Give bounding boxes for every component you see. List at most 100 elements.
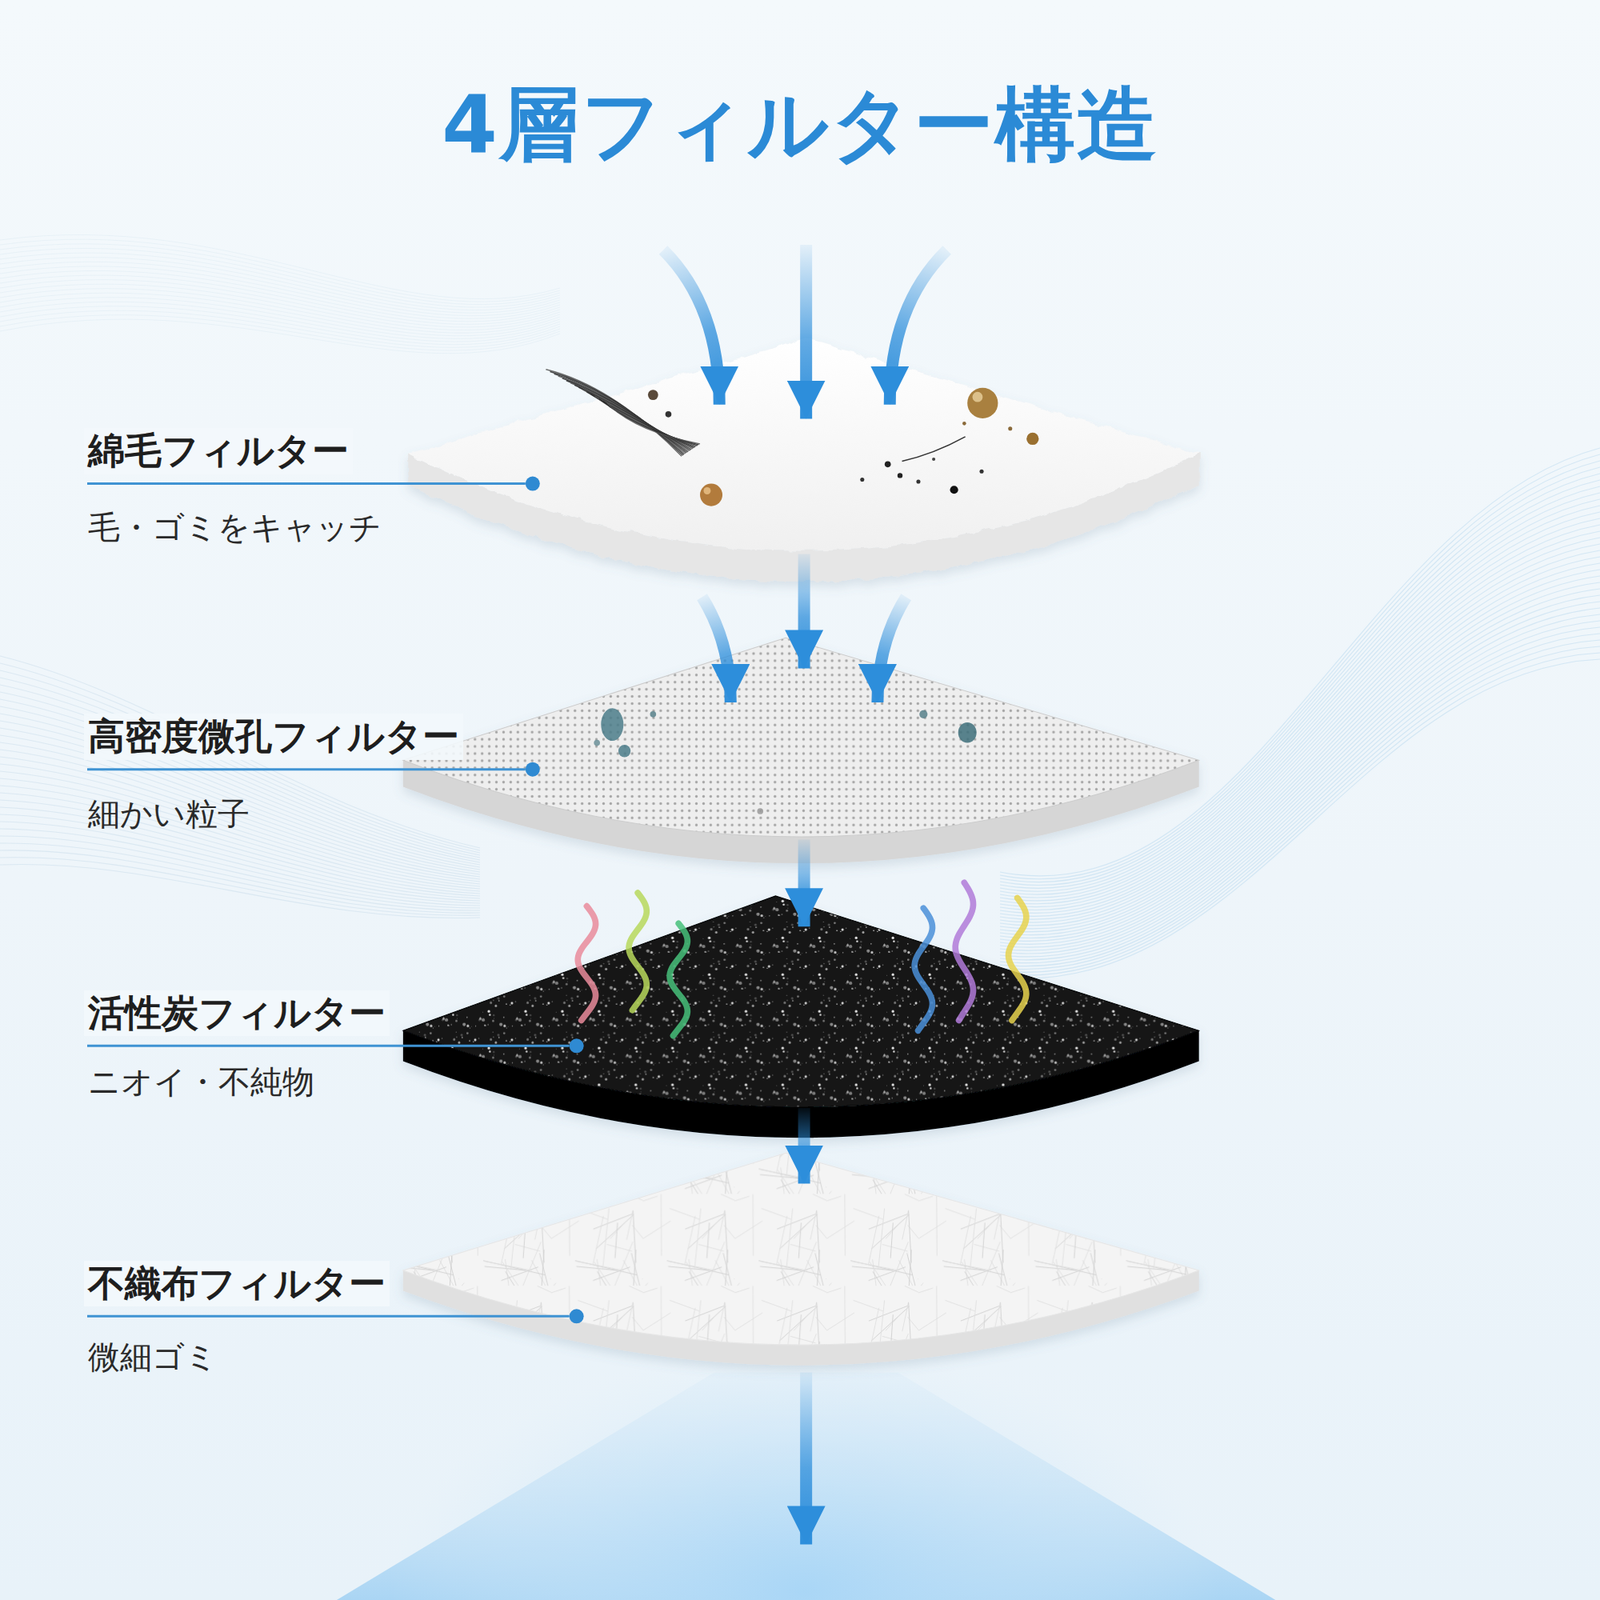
wave-line bbox=[1000, 480, 1600, 892]
flow-arrow bbox=[800, 244, 812, 419]
debris bbox=[665, 411, 672, 418]
wave-line bbox=[0, 252, 560, 311]
odor-wave bbox=[955, 882, 973, 1020]
debris bbox=[967, 388, 998, 419]
wave-line bbox=[1000, 544, 1600, 923]
filter-name: 綿毛フィルター bbox=[84, 428, 353, 475]
wave-line bbox=[0, 234, 560, 299]
layer-side bbox=[408, 454, 1200, 582]
layer-side bbox=[403, 1270, 1200, 1366]
filter-name: 高密度微孔フィルター bbox=[84, 713, 464, 760]
layer-top bbox=[403, 1152, 1200, 1345]
wave-line bbox=[0, 248, 560, 308]
wave-line bbox=[1000, 460, 1600, 883]
wave-line bbox=[1000, 646, 1600, 972]
wave-line bbox=[1000, 601, 1600, 951]
wave-line bbox=[0, 749, 480, 880]
debris bbox=[897, 472, 903, 478]
wave-line bbox=[0, 319, 560, 354]
wave-line bbox=[1000, 550, 1600, 926]
wave-line bbox=[1000, 627, 1600, 964]
wave-line bbox=[1000, 620, 1600, 960]
particle bbox=[958, 722, 977, 744]
filter-layer: 不織布フィルター微細ゴミ bbox=[88, 1184, 1208, 1384]
wave-line bbox=[1000, 588, 1600, 944]
filter-description: 微細ゴミ bbox=[88, 1336, 218, 1377]
leader-dot bbox=[569, 1038, 584, 1053]
layer-top bbox=[408, 338, 1200, 551]
wave-line bbox=[0, 778, 480, 889]
wave-line bbox=[1000, 608, 1600, 954]
leader-line bbox=[87, 1044, 570, 1048]
wave-line bbox=[0, 288, 560, 333]
wave-line bbox=[0, 292, 560, 336]
wave-line bbox=[1000, 614, 1600, 957]
wave-line bbox=[1000, 473, 1600, 888]
wave-line bbox=[0, 310, 560, 348]
wave-line bbox=[0, 850, 480, 913]
hair-strand bbox=[562, 378, 687, 453]
wave-line bbox=[0, 280, 560, 328]
wave-line bbox=[0, 306, 560, 345]
wave-line bbox=[1000, 499, 1600, 901]
wave-line bbox=[0, 257, 560, 314]
debris bbox=[950, 485, 959, 494]
title: 4層フィルター構造 bbox=[441, 77, 1159, 172]
odor-wave bbox=[577, 906, 596, 1021]
hair-strand bbox=[570, 383, 689, 452]
wave-line bbox=[1000, 467, 1600, 886]
hair-strand bbox=[603, 400, 700, 445]
wave-line bbox=[1000, 454, 1600, 880]
particle bbox=[600, 708, 624, 741]
layer-body bbox=[403, 1152, 1200, 1365]
wave-line bbox=[1000, 486, 1600, 895]
wave-line bbox=[0, 843, 480, 911]
hair-strand bbox=[566, 380, 688, 452]
debris bbox=[979, 469, 984, 474]
hair-strand bbox=[599, 398, 698, 446]
wave-line bbox=[0, 670, 480, 853]
wave-line bbox=[0, 275, 560, 324]
debris bbox=[1008, 426, 1012, 431]
debris bbox=[700, 484, 723, 507]
debris bbox=[860, 477, 864, 482]
wave-line bbox=[0, 692, 480, 860]
wave-line bbox=[1000, 492, 1600, 898]
hair-strand bbox=[578, 387, 692, 450]
wave-line bbox=[0, 828, 480, 906]
hair-strand bbox=[550, 372, 684, 456]
odor-wave bbox=[914, 908, 932, 1031]
filter-layer: 活性炭フィルターニオイ・不純物 bbox=[88, 926, 1208, 1108]
layer-body bbox=[403, 637, 1200, 864]
layer-side bbox=[403, 760, 1200, 864]
filter-name: 不織布フィルター bbox=[84, 1260, 390, 1308]
wave-line bbox=[0, 764, 480, 884]
fiber-strand bbox=[902, 436, 966, 462]
wave-line bbox=[0, 864, 480, 918]
hair-strand bbox=[591, 394, 696, 448]
particle bbox=[756, 808, 764, 815]
wave-line bbox=[1000, 569, 1600, 936]
layer-side bbox=[403, 1030, 1200, 1138]
odor-wave bbox=[1008, 897, 1027, 1020]
wave-line bbox=[1000, 518, 1600, 911]
debris bbox=[884, 461, 892, 468]
wave-line bbox=[0, 301, 560, 342]
leader-dot bbox=[525, 476, 540, 492]
particle bbox=[919, 710, 928, 719]
flow-connector bbox=[798, 1108, 811, 1184]
particle bbox=[593, 740, 600, 747]
flow-arrow bbox=[877, 596, 907, 703]
wave-line bbox=[0, 261, 560, 316]
wave-line bbox=[0, 785, 480, 892]
wave-line bbox=[0, 677, 480, 856]
wave-line bbox=[1000, 563, 1600, 932]
hair-strand bbox=[582, 389, 692, 449]
wave-line bbox=[0, 656, 480, 848]
wave-line bbox=[0, 713, 480, 868]
wave-line bbox=[1000, 659, 1600, 979]
debris bbox=[648, 389, 659, 400]
wave-line bbox=[0, 742, 480, 877]
leader-line bbox=[87, 482, 526, 485]
odor-wave bbox=[628, 892, 647, 1011]
